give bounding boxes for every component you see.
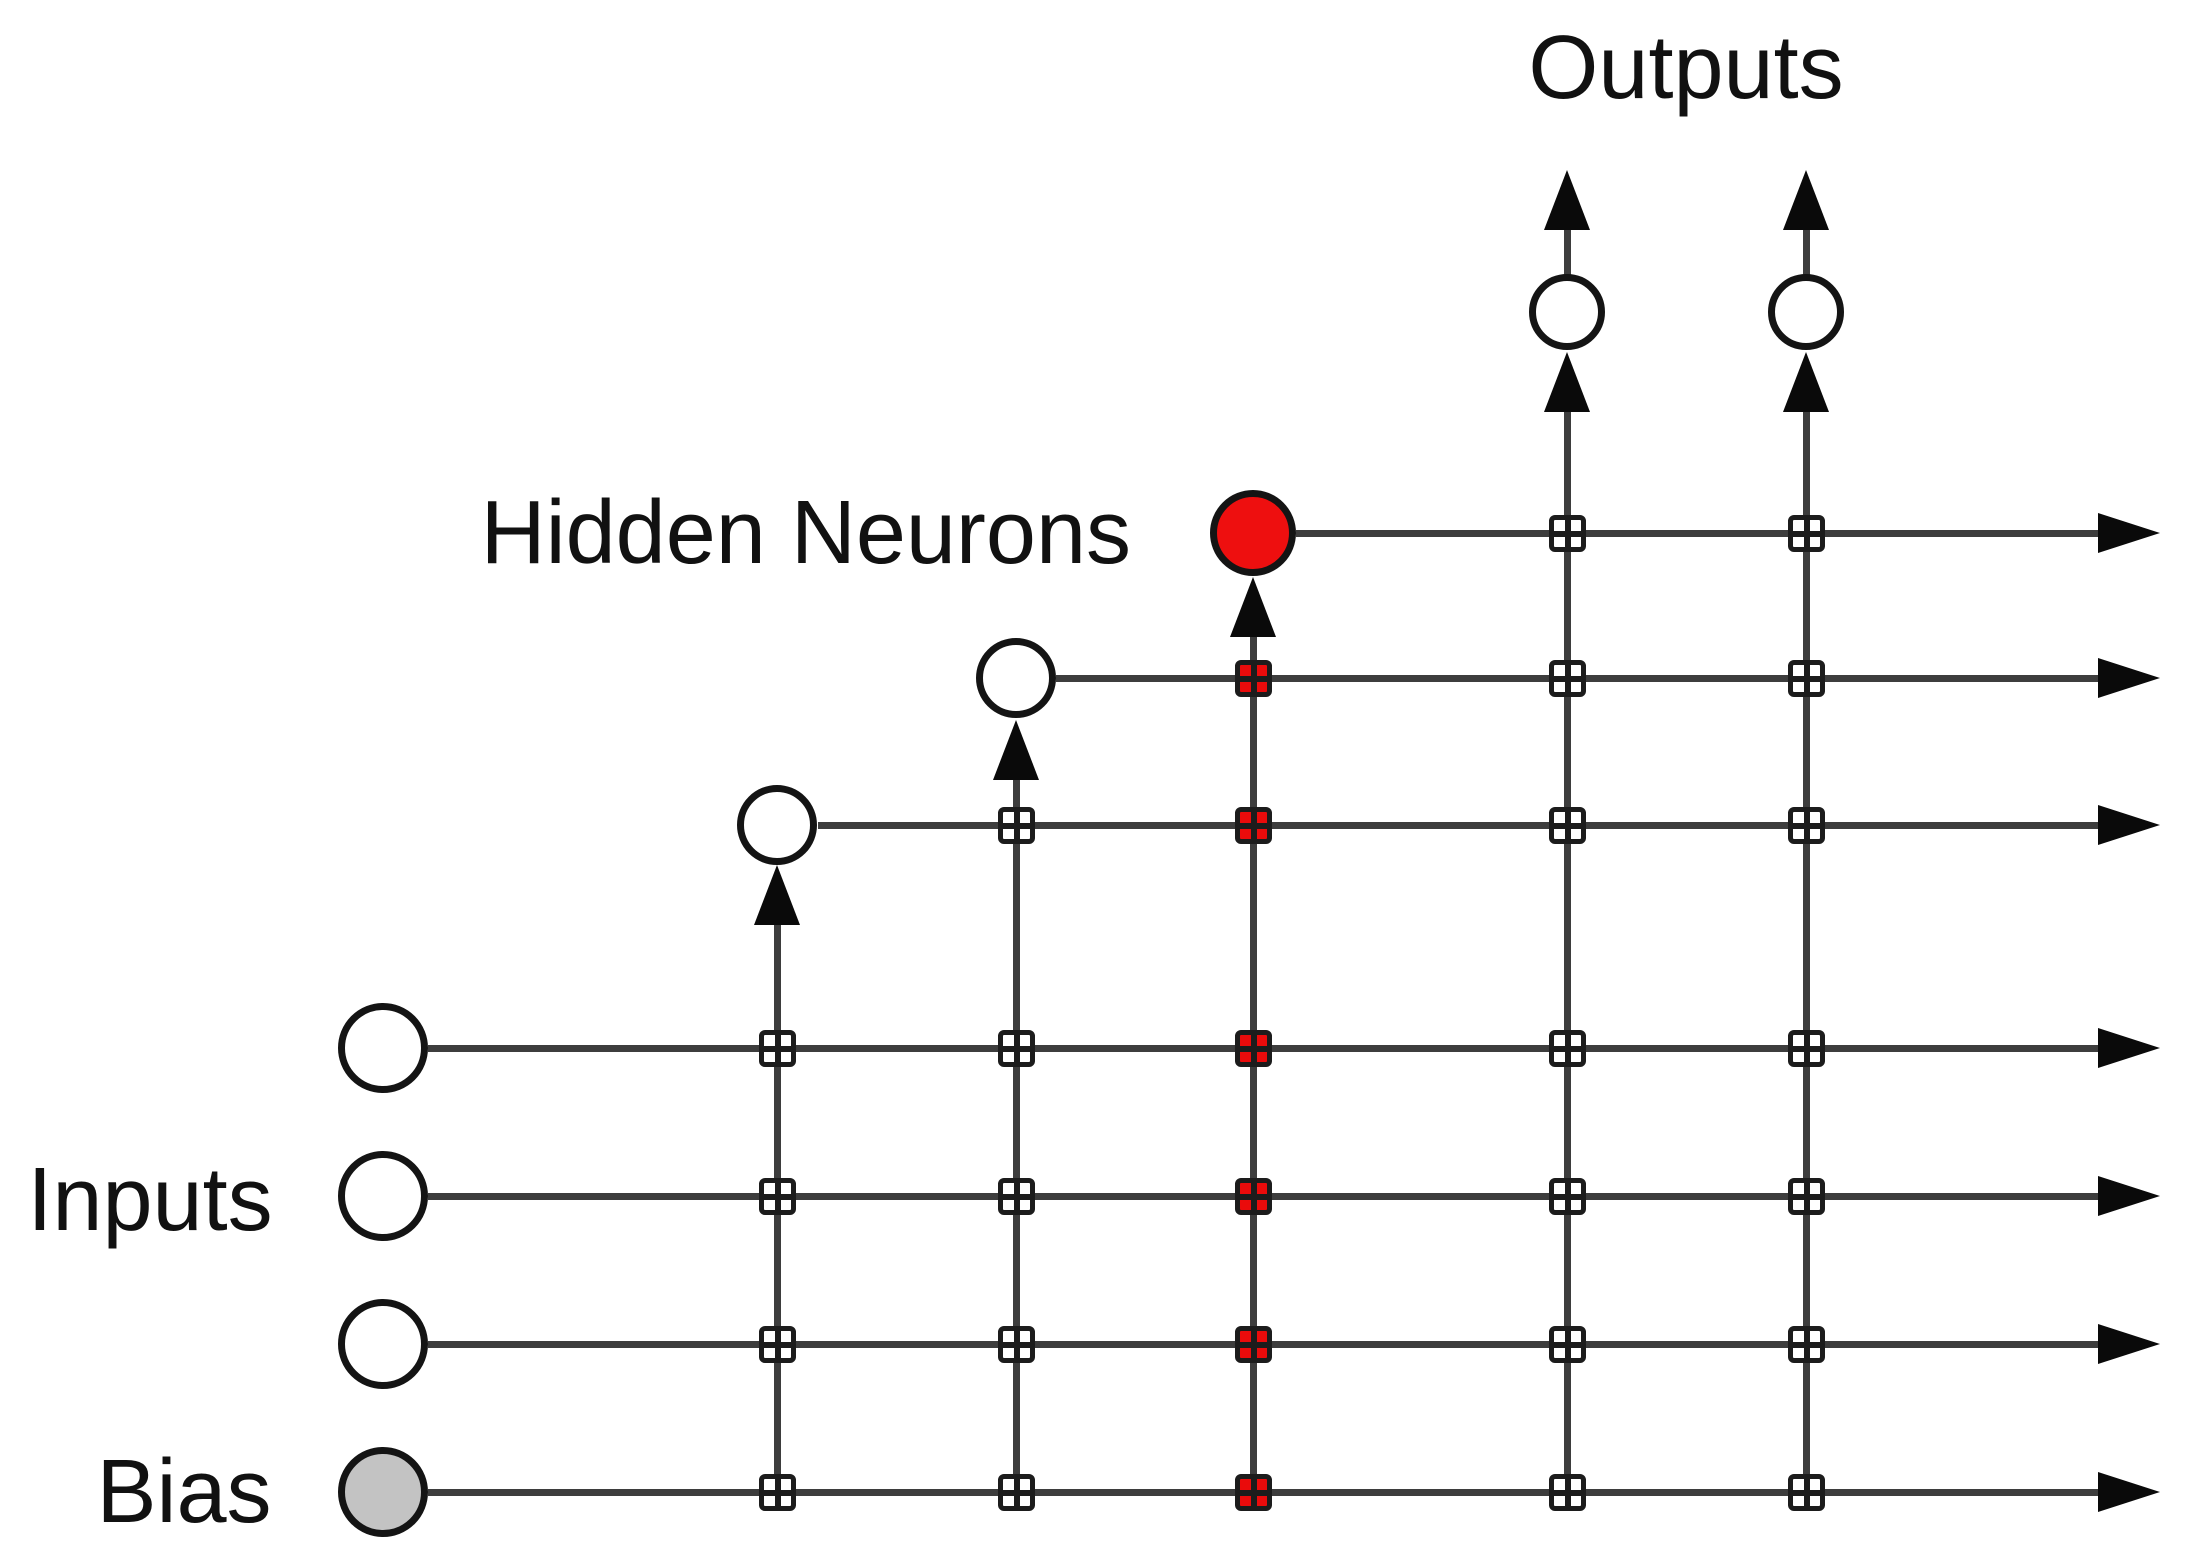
weight-junction [1788, 515, 1825, 552]
weight-junction [1549, 515, 1586, 552]
signal-line-hidden-neuron-3-output [1296, 530, 2102, 537]
outputs-label: Outputs [1528, 18, 1844, 118]
weight-junction [998, 807, 1035, 844]
arrowhead-right-hidden-neuron-3-output [2098, 513, 2160, 553]
bias-neuron [338, 1447, 428, 1537]
weight-junction-red [1235, 1326, 1272, 1363]
input-neuron-1 [338, 1003, 428, 1093]
arrowhead-up-output-1-feed [1544, 352, 1590, 412]
weight-junction [1549, 1474, 1586, 1511]
weight-junction [1549, 660, 1586, 697]
weight-junction [1788, 1178, 1825, 1215]
feed-line-output-2-feed [1803, 404, 1810, 1495]
weight-junction [998, 1030, 1035, 1067]
arrowhead-up-output-1 [1544, 170, 1590, 230]
output-line-output-1 [1564, 228, 1571, 276]
weight-junction-red [1235, 1178, 1272, 1215]
inputs-label: Inputs [27, 1150, 273, 1250]
weight-junction [998, 1474, 1035, 1511]
weight-junction [1788, 1030, 1825, 1067]
weight-junction [1549, 1178, 1586, 1215]
arrowhead-up-output-2 [1783, 170, 1829, 230]
output-neuron-1 [1529, 274, 1605, 350]
arrowhead-right-input-2-signal [2098, 1176, 2160, 1216]
signal-line-hidden-neuron-1-output [818, 822, 2102, 829]
weight-junction-red [1235, 1474, 1272, 1511]
weight-junction [1788, 1326, 1825, 1363]
output-line-output-2 [1803, 228, 1810, 276]
weight-junction-red [1235, 807, 1272, 844]
feed-line-hidden-neuron-2-feed [1013, 776, 1020, 1495]
weight-junction [998, 1178, 1035, 1215]
weight-junction [1788, 807, 1825, 844]
weight-junction [759, 1030, 796, 1067]
weight-junction [1788, 660, 1825, 697]
weight-junction-red [1235, 1030, 1272, 1067]
hidden-neuron-3-highlighted [1210, 490, 1296, 576]
weight-junction [998, 1326, 1035, 1363]
arrowhead-up-hidden-neuron-1-feed [754, 865, 800, 925]
weight-junction [1549, 1030, 1586, 1067]
weight-junction [1549, 807, 1586, 844]
arrowhead-right-input-3-signal [2098, 1324, 2160, 1364]
weight-junction [1549, 1326, 1586, 1363]
input-neuron-3 [338, 1299, 428, 1389]
hidden-neuron-2 [976, 638, 1056, 718]
hidden-neurons-label: Hidden Neurons [480, 483, 1131, 583]
bias-label: Bias [96, 1442, 272, 1542]
weight-junction [759, 1474, 796, 1511]
arrowhead-up-output-2-feed [1783, 352, 1829, 412]
hidden-neuron-1 [737, 785, 817, 865]
input-neuron-2 [338, 1151, 428, 1241]
weight-junction [759, 1326, 796, 1363]
arrowhead-right-hidden-neuron-2-output [2098, 658, 2160, 698]
weight-junction-red [1235, 660, 1272, 697]
arrowhead-up-hidden-neuron-2-feed [993, 720, 1039, 780]
weight-junction [759, 1178, 796, 1215]
weight-junction [1788, 1474, 1825, 1511]
arrowhead-right-input-1-signal [2098, 1028, 2160, 1068]
arrowhead-up-hidden-neuron-3-feed [1230, 577, 1276, 637]
feed-line-output-1-feed [1564, 404, 1571, 1495]
arrowhead-right-hidden-neuron-1-output [2098, 805, 2160, 845]
arrowhead-right-bias-signal [2098, 1472, 2160, 1512]
output-neuron-2 [1768, 274, 1844, 350]
